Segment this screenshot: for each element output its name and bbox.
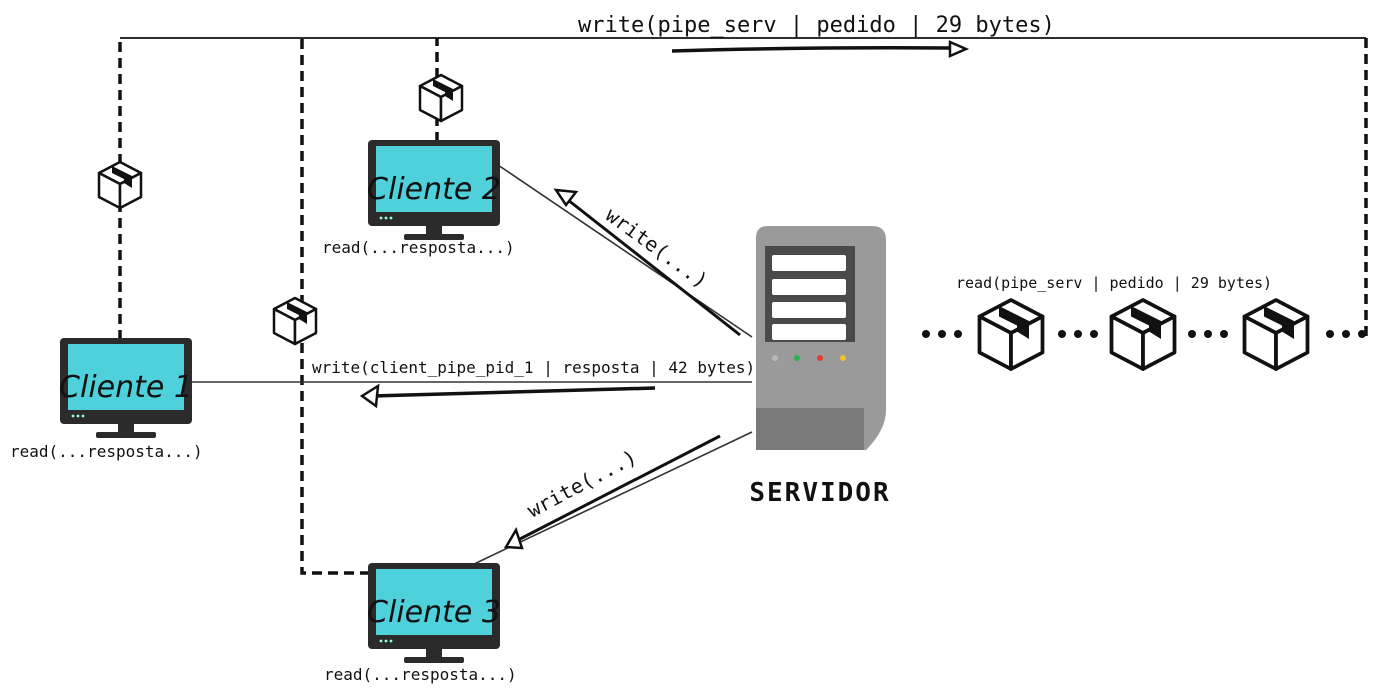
queue-read-label: read(pipe_serv | pedido | 29 bytes) — [956, 274, 1272, 292]
client-3-name: Cliente 3 — [367, 595, 501, 630]
led-green — [794, 355, 800, 361]
client-3-read: read(...resposta...) — [324, 665, 517, 684]
client-3: Cliente 3 — [367, 563, 501, 663]
client-1: Cliente 1 — [59, 338, 193, 438]
client-2-read: read(...resposta...) — [322, 238, 515, 257]
package-icon — [1242, 298, 1310, 371]
line-server-client-2 — [497, 164, 753, 338]
client-1-read: read(...resposta...) — [10, 442, 203, 461]
package-icon — [418, 73, 464, 123]
queue — [922, 330, 1366, 338]
write-arrow-client-2 — [553, 188, 741, 337]
top-write-arrow — [671, 40, 970, 58]
package-icon — [97, 160, 143, 210]
response-write-label: write(client_pipe_pid_1 | resposta | 42 … — [312, 358, 755, 377]
write-arrow-client-1 — [359, 383, 656, 409]
package-icon — [272, 296, 318, 346]
server-label: SERVIDOR — [749, 478, 890, 508]
client-2-name: Cliente 2 — [367, 172, 501, 207]
route-client-3 — [300, 38, 370, 575]
server-icon — [756, 226, 886, 450]
led-yellow — [840, 355, 846, 361]
led-red — [817, 355, 823, 361]
write-arrow-client-3 — [503, 434, 721, 550]
package-icon — [977, 298, 1045, 371]
client-1-name: Cliente 1 — [59, 370, 193, 405]
write-label-client-3: write(...) — [523, 445, 641, 523]
led-gray — [772, 355, 778, 361]
client-2: Cliente 2 — [367, 140, 501, 240]
top-write-label: write(pipe_serv | pedido | 29 bytes) — [578, 13, 1055, 38]
write-label-client-2: write(...) — [601, 203, 713, 293]
package-icon — [1109, 298, 1177, 371]
